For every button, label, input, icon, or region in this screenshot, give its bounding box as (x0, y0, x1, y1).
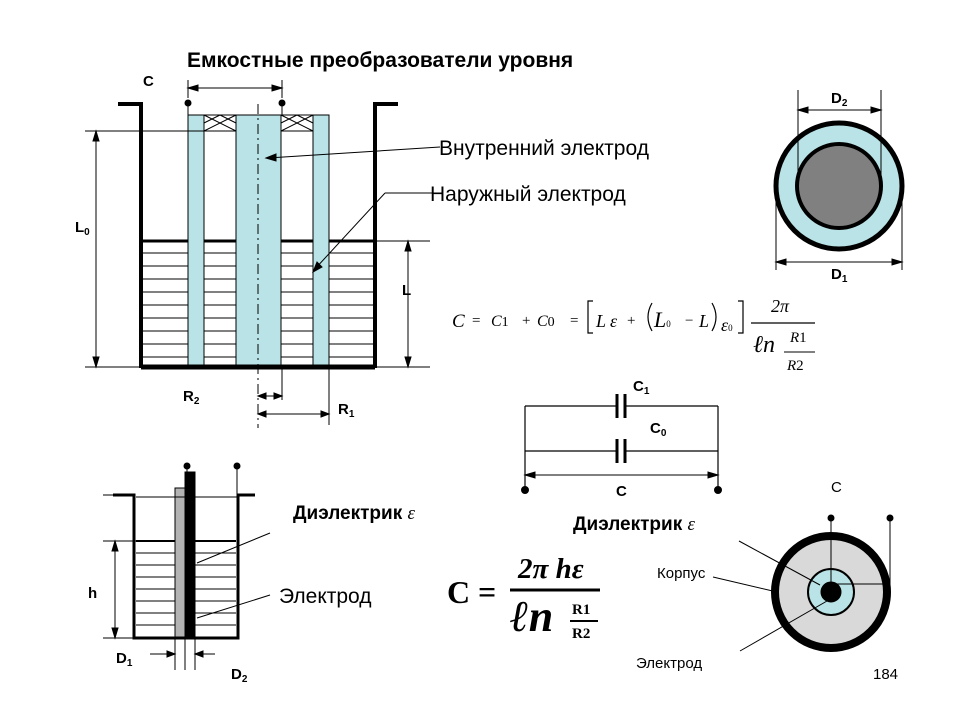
formula-R1: R1 (790, 330, 807, 346)
D1-label: D1 (831, 266, 848, 285)
D1-bottom-label: D1 (116, 650, 133, 669)
formula-R2: R2 (787, 358, 804, 374)
housing-label: Корпус (657, 565, 706, 582)
formula-L0: L0 (654, 307, 671, 332)
formula-plus2: + (627, 313, 636, 329)
dielectric-label-right: Диэлектрик ε (573, 514, 696, 535)
formula-minus: − (685, 313, 694, 329)
h-label: h (88, 585, 98, 602)
formula-C: C (452, 311, 465, 332)
formula-eps0: ε0 (721, 315, 733, 335)
electrode-label-right: Электрод (636, 655, 703, 672)
formula-eq1: = (472, 313, 481, 329)
formula-b-C: C (447, 574, 471, 610)
D2-bottom-label: D2 (231, 666, 248, 685)
R1-label: R1 (338, 401, 355, 420)
cross-section-bottom (712, 514, 894, 652)
vessel-wall-left (118, 102, 143, 368)
formula-C0: C0 (537, 313, 555, 330)
page-title: Емкостные преобразователи уровня (187, 49, 574, 72)
formula-num: 2π (771, 296, 790, 316)
outer-electrode-left (187, 114, 205, 369)
formula-b-ln: ℓn (510, 592, 554, 641)
bottom-right-C-label: C (831, 479, 842, 496)
formula-L: L (596, 311, 607, 331)
R2-label: R2 (183, 388, 200, 407)
inner-electrode-label: Внутренний электрод (439, 137, 649, 160)
L-label: L (402, 282, 412, 299)
L0-label: L0 (75, 219, 90, 238)
formula-eq2: = (570, 313, 579, 329)
outer-electrode-label: Наружный электрод (430, 183, 626, 206)
circuit-C-label: C (616, 483, 627, 500)
outer-electrode-right (312, 114, 330, 369)
formula-top-lines (587, 300, 815, 353)
formula-b-eq: = (478, 574, 497, 610)
formula-ln: ℓn (753, 332, 775, 358)
dielectric-label-left: Диэлектрик ε (293, 503, 416, 524)
formula-b-R2: R2 (572, 626, 591, 642)
formula-eps: ε (610, 311, 618, 331)
cross-section-top (773, 90, 905, 270)
electrode-label-left: Электрод (279, 585, 372, 608)
formula-L2: L (699, 311, 710, 331)
formula-C1: C1 (491, 313, 509, 330)
C0-label: C0 (650, 420, 667, 439)
vessel-wall-right (373, 102, 398, 368)
capacitance-label: C (143, 73, 154, 90)
bottom-tank (103, 462, 271, 670)
formula-b-num: 2π hε (518, 553, 584, 585)
formula-plus1: + (522, 313, 531, 329)
dielectric-rod (174, 487, 186, 639)
C1-label: C1 (633, 378, 650, 397)
top-tank (85, 80, 441, 428)
D2-label: D2 (831, 90, 848, 109)
circuit (521, 394, 722, 494)
formula-bottom-lines (510, 588, 600, 622)
formula-b-R1: R1 (572, 602, 591, 618)
page-number: 184 (873, 666, 899, 683)
